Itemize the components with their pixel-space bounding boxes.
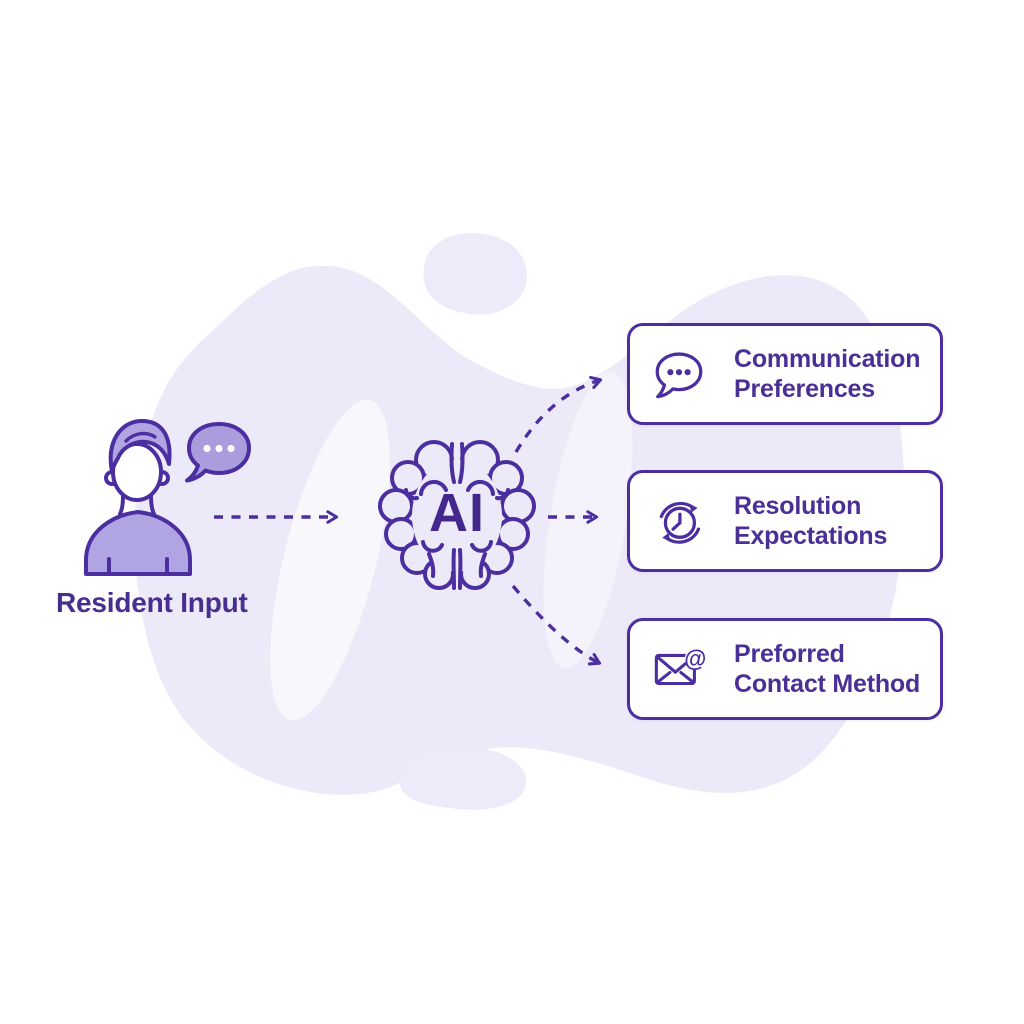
output-box-communication-preferences: Communication Preferences [627,323,943,425]
output-box-resolution-expectations: Resolution Expectations [627,470,943,572]
at-symbol-glyph: @ [684,645,706,671]
output-label-communication-preferences: Communication Preferences [734,344,921,404]
chat-bubble-icon [655,352,703,399]
email-at-icon: @ [654,645,706,686]
person-icon [84,418,251,576]
output-label-preforred-contact-method: Preforred Contact Method [734,639,921,699]
speech-bubble-icon [185,422,251,483]
arrow-ai-to-communication [514,375,603,453]
resident-input-label: Resident Input [56,587,248,618]
clock-history-icon [659,501,701,544]
output-box-preforred-contact-method: @ Preforred Contact Method [627,618,943,720]
ai-label: AI [429,483,485,543]
arrow-ai-to-contact [511,584,602,666]
brain-icon [378,440,536,590]
output-label-resolution-expectations: Resolution Expectations [734,491,888,551]
